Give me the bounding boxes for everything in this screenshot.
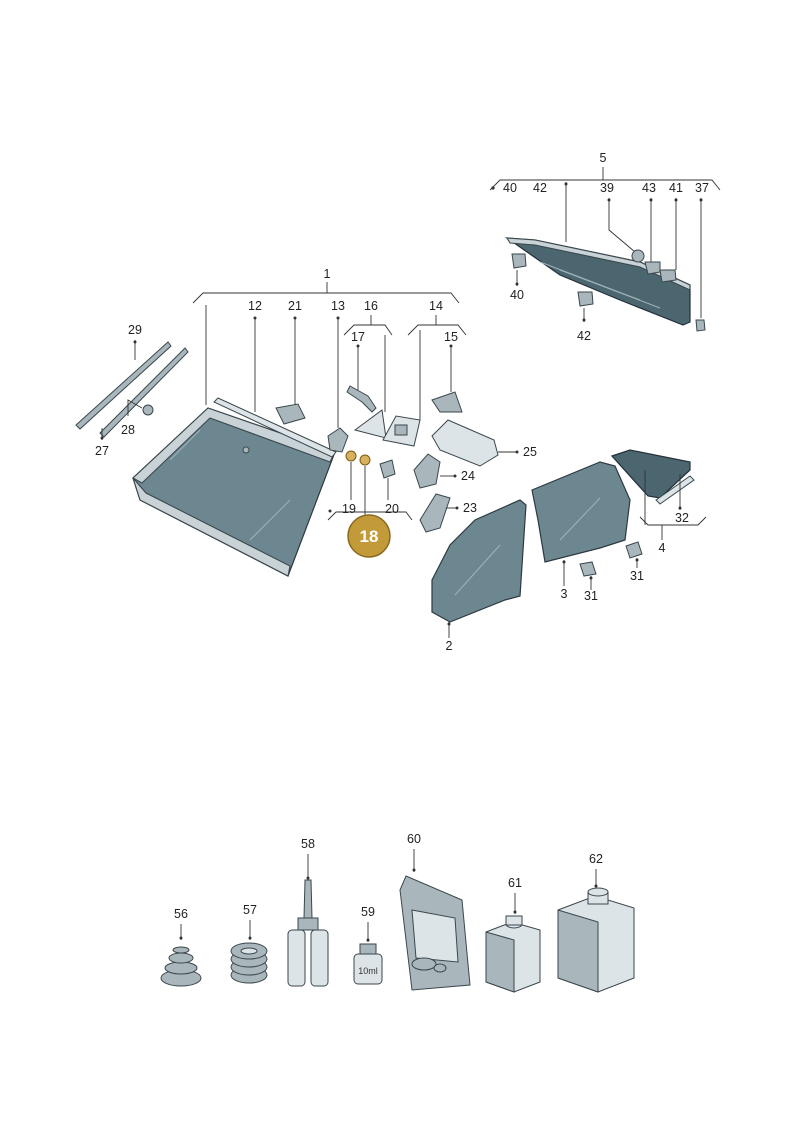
clip-15 bbox=[431, 391, 463, 413]
label-31-b: 31 bbox=[630, 569, 644, 583]
quarter-glass bbox=[610, 449, 691, 499]
label-28: 28 bbox=[121, 423, 135, 437]
label-20: 20 bbox=[385, 502, 399, 516]
label-61: 61 bbox=[508, 876, 522, 890]
pouch-60 bbox=[399, 875, 471, 991]
side-strips-group: 29 28 27 bbox=[75, 323, 189, 458]
mirror-cover bbox=[353, 409, 387, 439]
label-59: 59 bbox=[361, 905, 375, 919]
label-31-a: 31 bbox=[584, 589, 598, 603]
clip-28 bbox=[142, 404, 154, 416]
label-21: 21 bbox=[288, 299, 302, 313]
label-1: 1 bbox=[324, 267, 331, 281]
label-2: 2 bbox=[446, 639, 453, 653]
label-40-bottom: 40 bbox=[510, 288, 524, 302]
sensor-cable-17 bbox=[346, 385, 377, 413]
label-32: 32 bbox=[675, 511, 689, 525]
cartridge-58 bbox=[287, 879, 329, 987]
strip-29 bbox=[99, 347, 189, 438]
windscreen-trim-12 bbox=[213, 397, 337, 458]
cover-25 bbox=[431, 419, 499, 467]
clip-31-b bbox=[625, 541, 643, 559]
label-42-bottom: 42 bbox=[577, 329, 591, 343]
part-13 bbox=[327, 427, 349, 453]
label-23: 23 bbox=[463, 501, 477, 515]
consumables-group: 56 57 58 59 bbox=[160, 832, 635, 993]
rear-part-37 bbox=[695, 319, 706, 332]
label-24: 24 bbox=[461, 469, 475, 483]
rear-clip-42 bbox=[577, 291, 594, 307]
label-3: 3 bbox=[561, 587, 568, 601]
container-62 bbox=[557, 887, 635, 993]
trim-23 bbox=[419, 493, 451, 533]
label-5: 5 bbox=[600, 151, 607, 165]
label-57: 57 bbox=[243, 903, 257, 917]
windscreen-group: 1 12 21 13 16 14 17 bbox=[132, 267, 537, 577]
part-21 bbox=[275, 403, 306, 425]
rear-door-glass-3 bbox=[531, 461, 631, 563]
label-62: 62 bbox=[589, 852, 603, 866]
label-18: 18 bbox=[360, 527, 379, 546]
rear-part-39 bbox=[631, 249, 645, 263]
trim-32 bbox=[655, 475, 695, 505]
label-19: 19 bbox=[342, 502, 356, 516]
label-12: 12 bbox=[248, 299, 262, 313]
label-29: 29 bbox=[128, 323, 142, 337]
label-56: 56 bbox=[174, 907, 188, 921]
label-13: 13 bbox=[331, 299, 345, 313]
label-58: 58 bbox=[301, 837, 315, 851]
label-60: 60 bbox=[407, 832, 421, 846]
label-40-top: 40 bbox=[503, 181, 517, 195]
label-15: 15 bbox=[444, 330, 458, 344]
part-20 bbox=[379, 459, 396, 479]
clip-31-a bbox=[579, 561, 597, 577]
label-37: 37 bbox=[695, 181, 709, 195]
strip-27 bbox=[75, 341, 172, 430]
door-glass-group: 2 3 32 4 31 31 bbox=[431, 449, 707, 653]
label-16: 16 bbox=[364, 299, 378, 313]
rear-clip-43 bbox=[644, 261, 661, 275]
bottle-label: 10ml bbox=[358, 966, 378, 976]
label-14: 14 bbox=[429, 299, 443, 313]
front-door-glass-2 bbox=[431, 499, 527, 623]
adhesive-roll-57 bbox=[230, 942, 268, 984]
label-39: 39 bbox=[600, 181, 614, 195]
label-17: 17 bbox=[351, 330, 365, 344]
rear-window-group: 5 40 42 39 43 41 37 40 42 bbox=[489, 151, 721, 343]
label-4: 4 bbox=[659, 541, 666, 555]
part-18 bbox=[359, 454, 371, 466]
windscreen-glass bbox=[132, 407, 336, 577]
sealant-coil-56 bbox=[160, 946, 202, 987]
highlight-18[interactable]: 18 bbox=[347, 514, 391, 558]
container-61 bbox=[485, 915, 541, 993]
bottle-59: 10ml bbox=[353, 943, 383, 985]
label-25: 25 bbox=[523, 445, 537, 459]
trim-24 bbox=[413, 453, 441, 489]
label-42-top: 42 bbox=[533, 181, 547, 195]
rear-clip-41 bbox=[659, 269, 677, 283]
label-27: 27 bbox=[95, 444, 109, 458]
rear-clip-40 bbox=[511, 253, 527, 269]
part-19 bbox=[345, 450, 357, 462]
label-43: 43 bbox=[642, 181, 656, 195]
label-41: 41 bbox=[669, 181, 683, 195]
